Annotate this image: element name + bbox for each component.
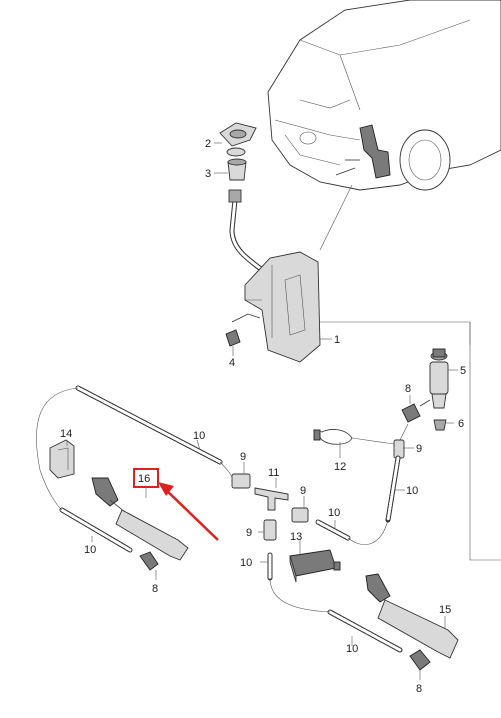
pump-grommet [433, 419, 447, 431]
label-part-3: 3 [205, 168, 211, 180]
label-part-8-left: 8 [152, 583, 158, 595]
grommet [225, 329, 241, 347]
label-part-13: 13 [290, 531, 302, 543]
label-part-15: 15 [439, 604, 451, 616]
label-part-9-mid: 9 [300, 485, 306, 497]
washer-reservoir [231, 251, 321, 363]
label-part-9-left: 9 [240, 451, 246, 463]
hose-connector-9-left [231, 473, 251, 489]
hose-connector-9-low [263, 519, 277, 541]
label-part-1: 1 [334, 334, 340, 346]
control-unit [289, 549, 341, 583]
label-part-9-right: 9 [416, 443, 422, 455]
filler-tube [228, 189, 265, 273]
label-part-6: 6 [458, 418, 464, 430]
label-part-10-left: 10 [84, 544, 96, 556]
label-part-14: 14 [60, 428, 72, 440]
label-part-9-low: 9 [246, 527, 252, 539]
highlight-arrow-shaft [163, 487, 219, 541]
label-part-11: 11 [268, 467, 279, 479]
label-part-10-low: 10 [240, 557, 252, 569]
hoses [59, 385, 403, 653]
label-part-10-top: 10 [193, 430, 205, 442]
label-part-8-upper: 8 [405, 383, 411, 395]
headlight-washer-nozzle-right [365, 573, 459, 671]
part-labels: 2 3 1 4 5 8 6 10 14 12 9 9 11 16 10 9 10… [60, 138, 466, 695]
label-part-16: 16 [138, 473, 150, 485]
check-valve-upper [401, 403, 421, 423]
headlight-washer-nozzle-left [91, 477, 189, 571]
nozzle-bracket [49, 439, 75, 479]
car-illustration [267, 0, 501, 191]
routing-lines [36, 184, 501, 613]
label-part-10-right: 10 [406, 485, 418, 497]
label-part-10-bottom: 10 [346, 643, 358, 655]
filler-cap [219, 122, 257, 157]
label-part-12: 12 [334, 461, 346, 473]
highlight-arrow-head [158, 482, 174, 496]
label-part-8-bottom: 8 [416, 683, 422, 695]
highlight-box [133, 468, 159, 488]
label-part-2: 2 [205, 138, 211, 150]
hose-clip [312, 429, 353, 445]
highlight-annotation [133, 468, 219, 541]
filler-neck [227, 158, 247, 181]
washer-pump [419, 348, 449, 409]
leader-lines [66, 142, 458, 680]
hose-connector-9-mid [291, 507, 309, 523]
label-part-5: 5 [460, 365, 466, 377]
label-part-10-mid: 10 [328, 507, 340, 519]
hose-connector-9-right [393, 439, 405, 459]
label-part-4: 4 [229, 357, 235, 369]
t-piece [254, 487, 289, 511]
